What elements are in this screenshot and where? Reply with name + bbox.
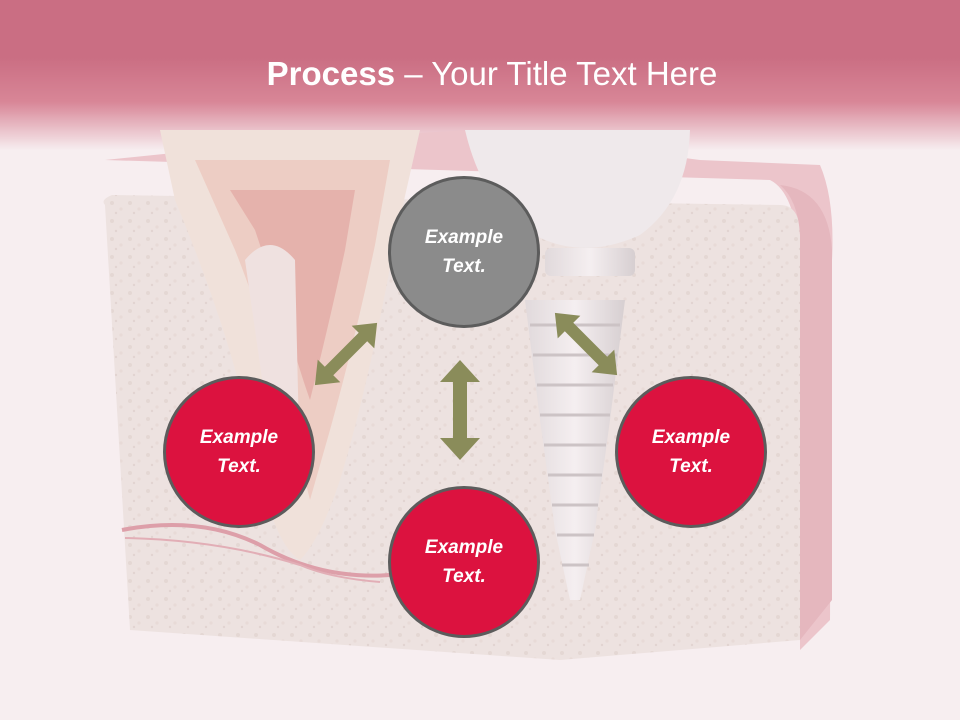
node-bottom-label: Example Text. bbox=[424, 537, 504, 587]
process-node-top: Example Text. bbox=[388, 176, 540, 328]
slide-title: Process – Your Title Text Here bbox=[0, 52, 960, 96]
double-arrow-top-right bbox=[554, 312, 618, 376]
node-top-label: Example Text. bbox=[424, 227, 504, 277]
title-rest: – Your Title Text Here bbox=[395, 55, 718, 92]
process-node-bottom: Example Text. bbox=[388, 486, 540, 638]
double-arrow-top-bottom bbox=[440, 360, 480, 460]
double-arrow-left-top bbox=[314, 322, 378, 386]
node-right-label: Example Text. bbox=[651, 427, 731, 477]
node-left-label: Example Text. bbox=[199, 427, 279, 477]
process-node-left: Example Text. bbox=[163, 376, 315, 528]
process-node-right: Example Text. bbox=[615, 376, 767, 528]
title-bar bbox=[0, 0, 960, 150]
title-bold: Process bbox=[266, 55, 396, 92]
